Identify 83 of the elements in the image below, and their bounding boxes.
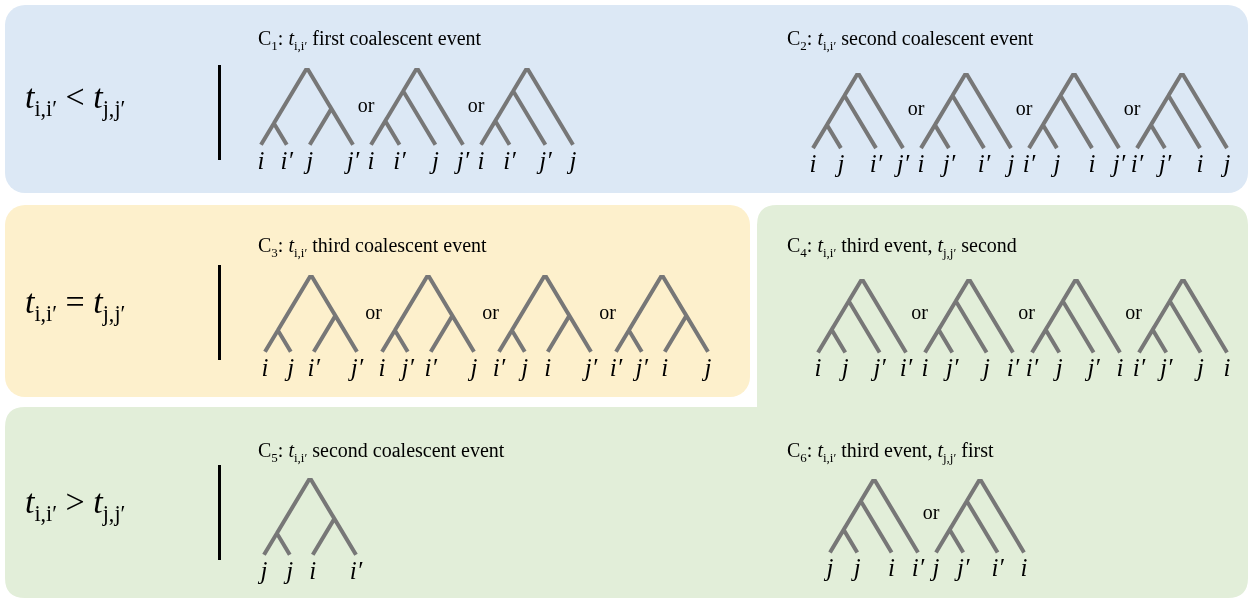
leaf-label: i′: [307, 355, 320, 380]
leaf-label: j: [1055, 355, 1063, 380]
leaf-label: i: [309, 558, 317, 583]
leaf-label: j: [841, 355, 849, 380]
or-word: or: [1018, 302, 1035, 322]
leaf-label: j: [853, 555, 861, 580]
condition-formula: t$_{i,i′}$ < t$_{j,j′}$: [25, 80, 126, 120]
leaf-label: i′: [393, 148, 406, 173]
leaf-label: i′: [1022, 151, 1036, 176]
or-word: or: [357, 95, 375, 115]
leaf-label: i′: [609, 355, 623, 380]
leaf-label: i: [1020, 555, 1028, 580]
leaf-label: i: [814, 355, 822, 380]
case-heading: C$_{6}$: t$_{i,i′}$ third event, t$_{j,j′}$ first: [787, 440, 994, 464]
leaf-label: i: [261, 355, 269, 380]
leaf-label: i: [544, 355, 552, 380]
leaf-label: i: [1116, 355, 1124, 380]
leaf-label: j′: [350, 355, 364, 380]
leaf-label: i: [809, 151, 817, 176]
or-word: or: [482, 302, 499, 322]
leaf-label: j: [1007, 151, 1015, 176]
leaf-label: j′: [1112, 151, 1126, 176]
leaf-label: j: [431, 148, 439, 173]
leaf-label: i: [257, 148, 265, 173]
leaf-label: i: [1223, 355, 1231, 380]
or-word: or: [1125, 302, 1142, 322]
leaf-label: j: [932, 555, 940, 580]
case-heading: C$_{1}$: t$_{i,i′}$ first coalescent event: [258, 28, 482, 52]
leaf-label: j: [260, 558, 268, 583]
leaf-label: i′: [991, 555, 1004, 580]
leaf-label: i: [477, 148, 485, 173]
leaf-label: i′: [349, 558, 363, 583]
or-word: or: [922, 502, 940, 522]
leaf-label: j′: [401, 355, 414, 380]
leaf-label: i: [917, 151, 925, 176]
leaf-label: i: [1196, 151, 1204, 176]
or-word: or: [365, 302, 382, 322]
leaf-label: i′: [977, 151, 991, 176]
condition-formula: t$_{i,i′}$ = t$_{j,j′}$: [25, 285, 126, 325]
leaf-label: i′: [1132, 355, 1146, 380]
or-word: or: [599, 302, 616, 322]
leaf-label: i′: [424, 355, 437, 380]
leaf-label: i: [367, 148, 375, 173]
or-word: or: [911, 302, 928, 322]
condition-formula: t$_{i,i′}$ > t$_{j,j′}$: [25, 485, 126, 525]
case-heading: C$_{3}$: t$_{i,i′}$ third coalescent event: [258, 235, 487, 259]
leaf-label: j′: [635, 355, 648, 380]
leaf-label: i′: [280, 148, 293, 173]
leaf-label: i: [1088, 151, 1096, 176]
leaf-label: j′: [896, 151, 910, 176]
leaf-label: j: [826, 555, 834, 580]
leaf-label: j′: [873, 355, 886, 380]
leaf-label: j: [704, 355, 712, 380]
or-word: or: [1123, 98, 1141, 118]
leaf-label: i′: [1025, 355, 1039, 380]
leaf-label: i′: [1006, 355, 1020, 380]
leaf-label: i′: [1130, 151, 1144, 176]
leaf-label: j: [1223, 151, 1231, 176]
leaf-label: j′: [346, 148, 360, 173]
case-heading: C$_{2}$: t$_{i,i′}$ second coalescent event: [787, 28, 1034, 52]
leaf-label: i: [378, 355, 386, 380]
leaf-label: j: [569, 148, 577, 173]
leaf-label: i′: [911, 555, 925, 580]
or-word: or: [467, 95, 485, 115]
leaf-label: j: [1053, 151, 1061, 176]
leaf-label: j′: [1087, 355, 1100, 380]
leaf-label: i′: [899, 355, 913, 380]
case-heading: C$_{5}$: t$_{i,i′}$ second coalescent event: [258, 440, 505, 464]
leaf-label: i′: [492, 355, 506, 380]
leaf-label: j′: [942, 151, 956, 176]
leaf-label: j: [470, 355, 478, 380]
or-word: or: [1015, 98, 1033, 118]
case-heading: C$_{4}$: t$_{i,i′}$ third event, t$_{j,j′}$ second: [787, 235, 1017, 259]
leaf-label: j′: [584, 355, 598, 380]
leaf-label: i′: [503, 148, 516, 173]
leaf-label: i: [661, 355, 669, 380]
leaf-label: j: [837, 151, 845, 176]
leaf-label: j′: [456, 148, 470, 173]
leaf-label: j′: [1158, 151, 1172, 176]
leaf-label: i: [921, 355, 929, 380]
or-word: or: [907, 98, 925, 118]
leaf-label: i′: [869, 151, 883, 176]
leaf-label: i: [888, 555, 896, 580]
